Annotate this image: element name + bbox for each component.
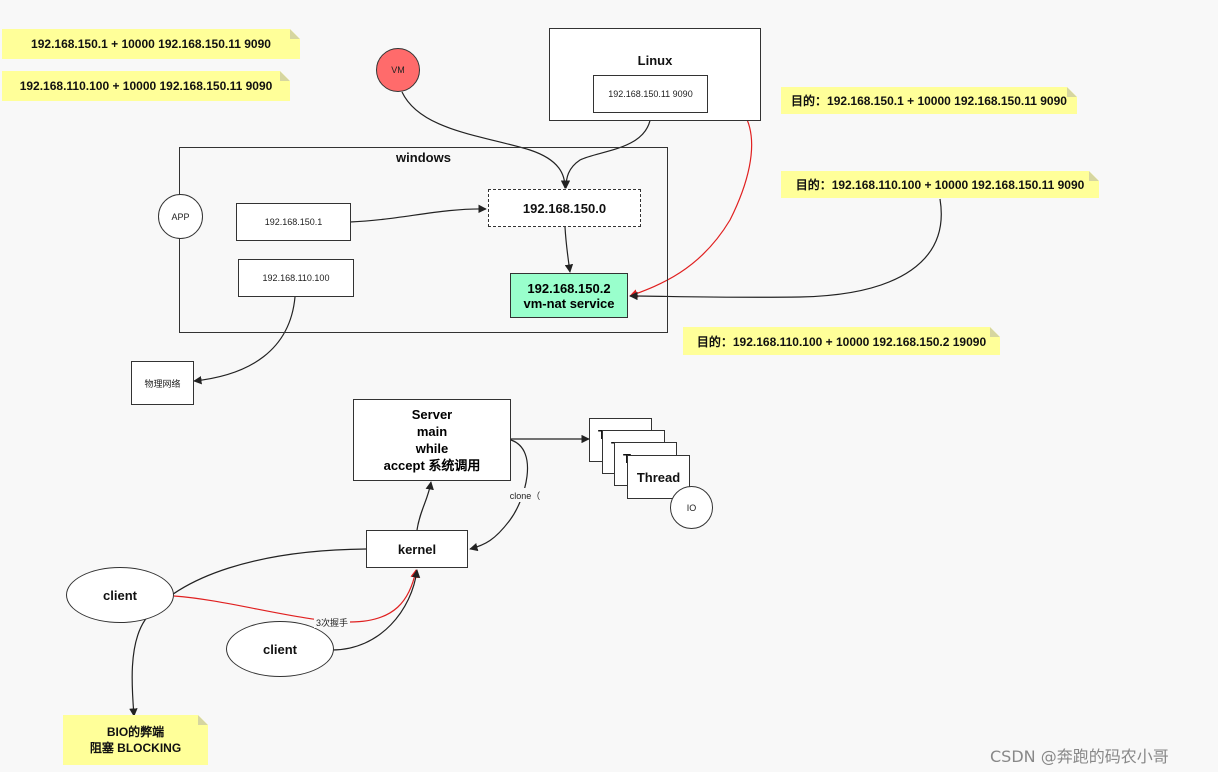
- vmnat-service-label: 192.168.150.2 vm-nat service: [523, 280, 615, 311]
- edge-subnet-to-vmnat: [564, 226, 574, 273]
- note-text: 192.168.110.100 + 10000 192.168.150.11 9…: [19, 79, 273, 93]
- io-node[interactable]: IO: [670, 486, 713, 529]
- vmnat-service-box[interactable]: 192.168.150.2 vm-nat service: [510, 273, 628, 318]
- client-node-2[interactable]: client: [226, 621, 334, 677]
- edge-label-clone: clone（: [505, 488, 545, 502]
- thread-stub-label: T: [598, 427, 606, 442]
- thread-label: Thread: [636, 469, 681, 485]
- edge-client1-handshake-red: [173, 569, 419, 623]
- physical-network-label: 物理网络: [144, 378, 181, 389]
- kernel-label: kernel: [397, 541, 437, 557]
- edge-client2-to-kernel: [331, 569, 421, 651]
- edge-label-handshake: 3次握手: [314, 616, 350, 628]
- host-150-1-label: 192.168.150.1: [264, 217, 323, 227]
- note-right-1: 目的：192.168.150.1 + 10000 192.168.150.11 …: [781, 87, 1077, 114]
- edge-note-to-vmnat: [629, 198, 942, 301]
- note-text: 目的：192.168.110.100 + 10000 192.168.150.1…: [795, 178, 1085, 192]
- host-110-100-box[interactable]: 192.168.110.100: [238, 259, 354, 297]
- client-node-1[interactable]: client: [66, 567, 174, 623]
- subnet-150-0-label: 192.168.150.0: [522, 200, 607, 216]
- note-right-3: 目的：192.168.110.100 + 10000 192.168.150.2…: [683, 327, 1000, 355]
- note-text: BIO的弊端 阻塞 BLOCKING: [89, 725, 182, 755]
- server-label: Server main while accept 系统调用: [383, 407, 481, 473]
- client-label: client: [103, 587, 137, 603]
- note-text: 目的：192.168.110.100 + 10000 192.168.150.2…: [696, 334, 987, 349]
- note-text: 192.168.150.1 + 10000 192.168.150.11 909…: [31, 37, 271, 51]
- edge-linux-to-subnet: [561, 112, 652, 189]
- note-top-left-1: 192.168.150.1 + 10000 192.168.150.11 909…: [2, 29, 300, 59]
- edge-vm-to-subnet: [401, 91, 570, 189]
- linux-ip-box[interactable]: 192.168.150.11 9090: [593, 75, 708, 113]
- kernel-box[interactable]: kernel: [366, 530, 468, 568]
- edge-kernel-to-server: [416, 481, 434, 531]
- host-150-1-box[interactable]: 192.168.150.1: [236, 203, 351, 241]
- windows-title: windows: [396, 150, 451, 165]
- linux-title: Linux: [637, 53, 673, 68]
- vm-label: VM: [391, 65, 405, 75]
- edge-server-clone-to-kernel: [469, 439, 529, 552]
- edge-host-to-subnet: [349, 204, 487, 223]
- host-110-100-label: 192.168.110.100: [262, 273, 330, 283]
- watermark-text: CSDN @奔跑的码农小哥: [990, 747, 1169, 766]
- server-box[interactable]: Server main while accept 系统调用: [353, 399, 511, 481]
- handshake-label: 3次握手: [315, 617, 348, 628]
- io-label: IO: [686, 502, 697, 513]
- note-top-left-2: 192.168.110.100 + 10000 192.168.150.11 9…: [2, 71, 290, 101]
- subnet-150-0-box[interactable]: 192.168.150.0: [488, 189, 641, 227]
- vm-node[interactable]: VM: [376, 48, 420, 92]
- thread-stub-label: T: [623, 451, 631, 466]
- edge-host-to-physical: [193, 296, 296, 385]
- windows-box[interactable]: windows: [179, 147, 668, 333]
- note-right-2: 目的：192.168.110.100 + 10000 192.168.150.1…: [781, 171, 1099, 198]
- client-label: client: [263, 641, 297, 657]
- app-node[interactable]: APP: [158, 194, 203, 239]
- linux-ip-label: 192.168.150.11 9090: [608, 89, 693, 99]
- clone-label: clone（: [509, 490, 541, 501]
- note-text: 目的：192.168.150.1 + 10000 192.168.150.11 …: [791, 94, 1067, 108]
- note-bio: BIO的弊端 阻塞 BLOCKING: [63, 715, 208, 765]
- physical-network-box[interactable]: 物理网络: [131, 361, 194, 405]
- app-label: APP: [171, 211, 190, 222]
